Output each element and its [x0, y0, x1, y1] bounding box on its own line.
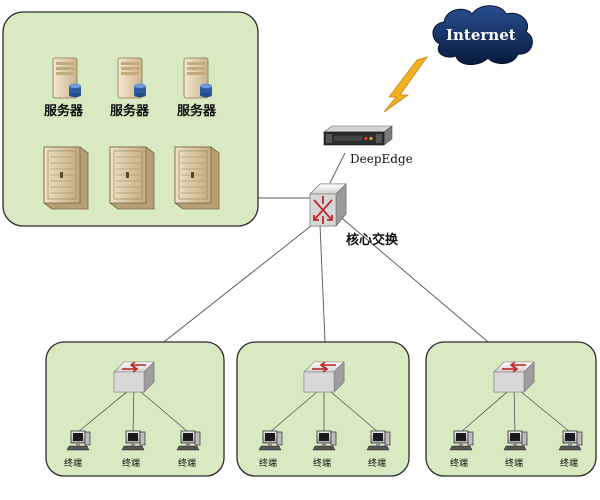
- terminal-1-1-label: 终端: [64, 457, 82, 469]
- server-label-3: 服务器: [177, 103, 217, 119]
- gateway-label: DeepEdge: [350, 152, 413, 166]
- server-tower-1: [52, 57, 82, 99]
- access-zone-1-panel: [45, 341, 225, 477]
- terminal-3-1-label: 终端: [450, 457, 468, 469]
- terminal-2-1-label: 终端: [259, 457, 277, 469]
- rack-cabinet-1: [43, 146, 89, 210]
- rack-cabinet-2: [109, 146, 155, 210]
- server-tower-3: [183, 57, 213, 99]
- core-switch: 核心交换: [309, 183, 399, 248]
- deepedge-gateway: DeepEdge: [323, 125, 413, 166]
- server-label-2: 服务器: [110, 103, 150, 119]
- wan-link-bolt-icon: [383, 56, 429, 113]
- link-core-to-gateway: [329, 152, 346, 184]
- link-core-to-zone2: [319, 224, 327, 365]
- access-switch-2: [303, 361, 345, 393]
- access-zone-2: 终端 终端 终端: [236, 341, 410, 477]
- terminal-1-2-label: 终端: [122, 457, 140, 469]
- terminal-1-3-label: 终端: [178, 457, 196, 469]
- server-zone: 服务器 服务器 服务器: [2, 11, 259, 227]
- access-switch-3: [493, 361, 535, 393]
- rack-cabinet-3: [174, 146, 220, 210]
- connection-lines: [135, 152, 515, 365]
- core-switch-arrows-icon: [313, 196, 333, 224]
- core-switch-label: 核心交换: [346, 232, 399, 248]
- access-switch-1: [113, 361, 155, 393]
- terminal-2-2-label: 终端: [313, 457, 331, 469]
- server-label-1: 服务器: [44, 103, 84, 119]
- terminal-2-3-label: 终端: [368, 457, 386, 469]
- internet-label: Internet: [446, 26, 516, 44]
- terminal-3-3-label: 终端: [560, 457, 578, 469]
- link-core-to-zone1: [135, 221, 317, 365]
- terminal-3-2-label: 终端: [505, 457, 523, 469]
- access-zone-3: 终端 终端 终端: [425, 341, 597, 477]
- link-core-to-zone3: [336, 213, 515, 365]
- server-tower-2: [117, 57, 147, 99]
- cloud-icon: [432, 5, 533, 65]
- internet-cloud: Internet: [432, 5, 533, 65]
- access-zone-1: 终端 终端 终端: [45, 341, 225, 477]
